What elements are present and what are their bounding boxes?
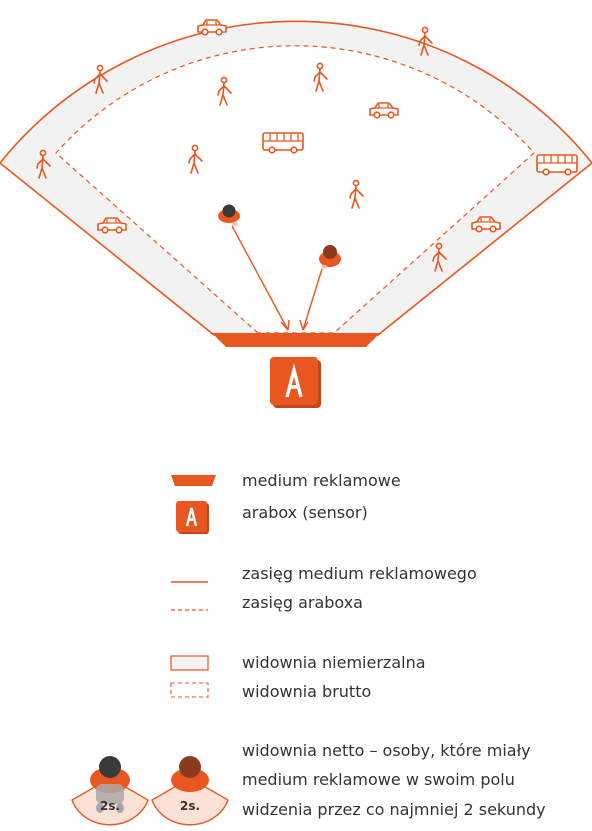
advertising-medium-bar xyxy=(212,333,380,347)
viewing-time-badge: 2s. xyxy=(100,799,120,813)
car-icon xyxy=(197,19,227,36)
legend-viewer-2: 2s. xyxy=(151,756,229,826)
legend-label-net-audience-line1: widownia netto – osoby, które miały xyxy=(242,741,531,760)
sightline-arrow xyxy=(302,268,323,331)
legend-label-arabox-sensor: arabox (sensor) xyxy=(242,503,368,522)
legend-arabox-icon xyxy=(176,501,209,534)
arabox-sensor-icon xyxy=(270,357,321,408)
legend-label-arabox-range: zasięg araboxa xyxy=(242,593,363,612)
legend-label-net-audience-line2: medium reklamowe w swoim polu xyxy=(242,770,515,789)
arabox-range-fan xyxy=(55,45,535,334)
legend-label-advertising-medium: medium reklamowe xyxy=(242,471,401,490)
legend-unmeasurable-swatch xyxy=(170,655,209,671)
legend-label-gross-audience: widownia brutto xyxy=(242,682,372,701)
sightline-arrow xyxy=(231,225,289,331)
legend-label-net-audience-line3: widzenia przez co najmniej 2 sekundy xyxy=(242,800,546,819)
viewing-time-badge: 2s. xyxy=(180,799,200,813)
legend-gross-swatch xyxy=(170,682,209,698)
legend-viewer-1: 2s. xyxy=(71,756,149,826)
bus-icon xyxy=(262,132,304,154)
viewer-icon xyxy=(319,245,341,269)
viewer-icon xyxy=(218,204,240,226)
legend-medium-swatch xyxy=(171,475,216,486)
bus-icon xyxy=(536,154,578,176)
legend-label-unmeasurable-audience: widownia niemierzalna xyxy=(242,653,426,672)
legend-label-medium-range: zasięg medium reklamowego xyxy=(242,564,477,583)
